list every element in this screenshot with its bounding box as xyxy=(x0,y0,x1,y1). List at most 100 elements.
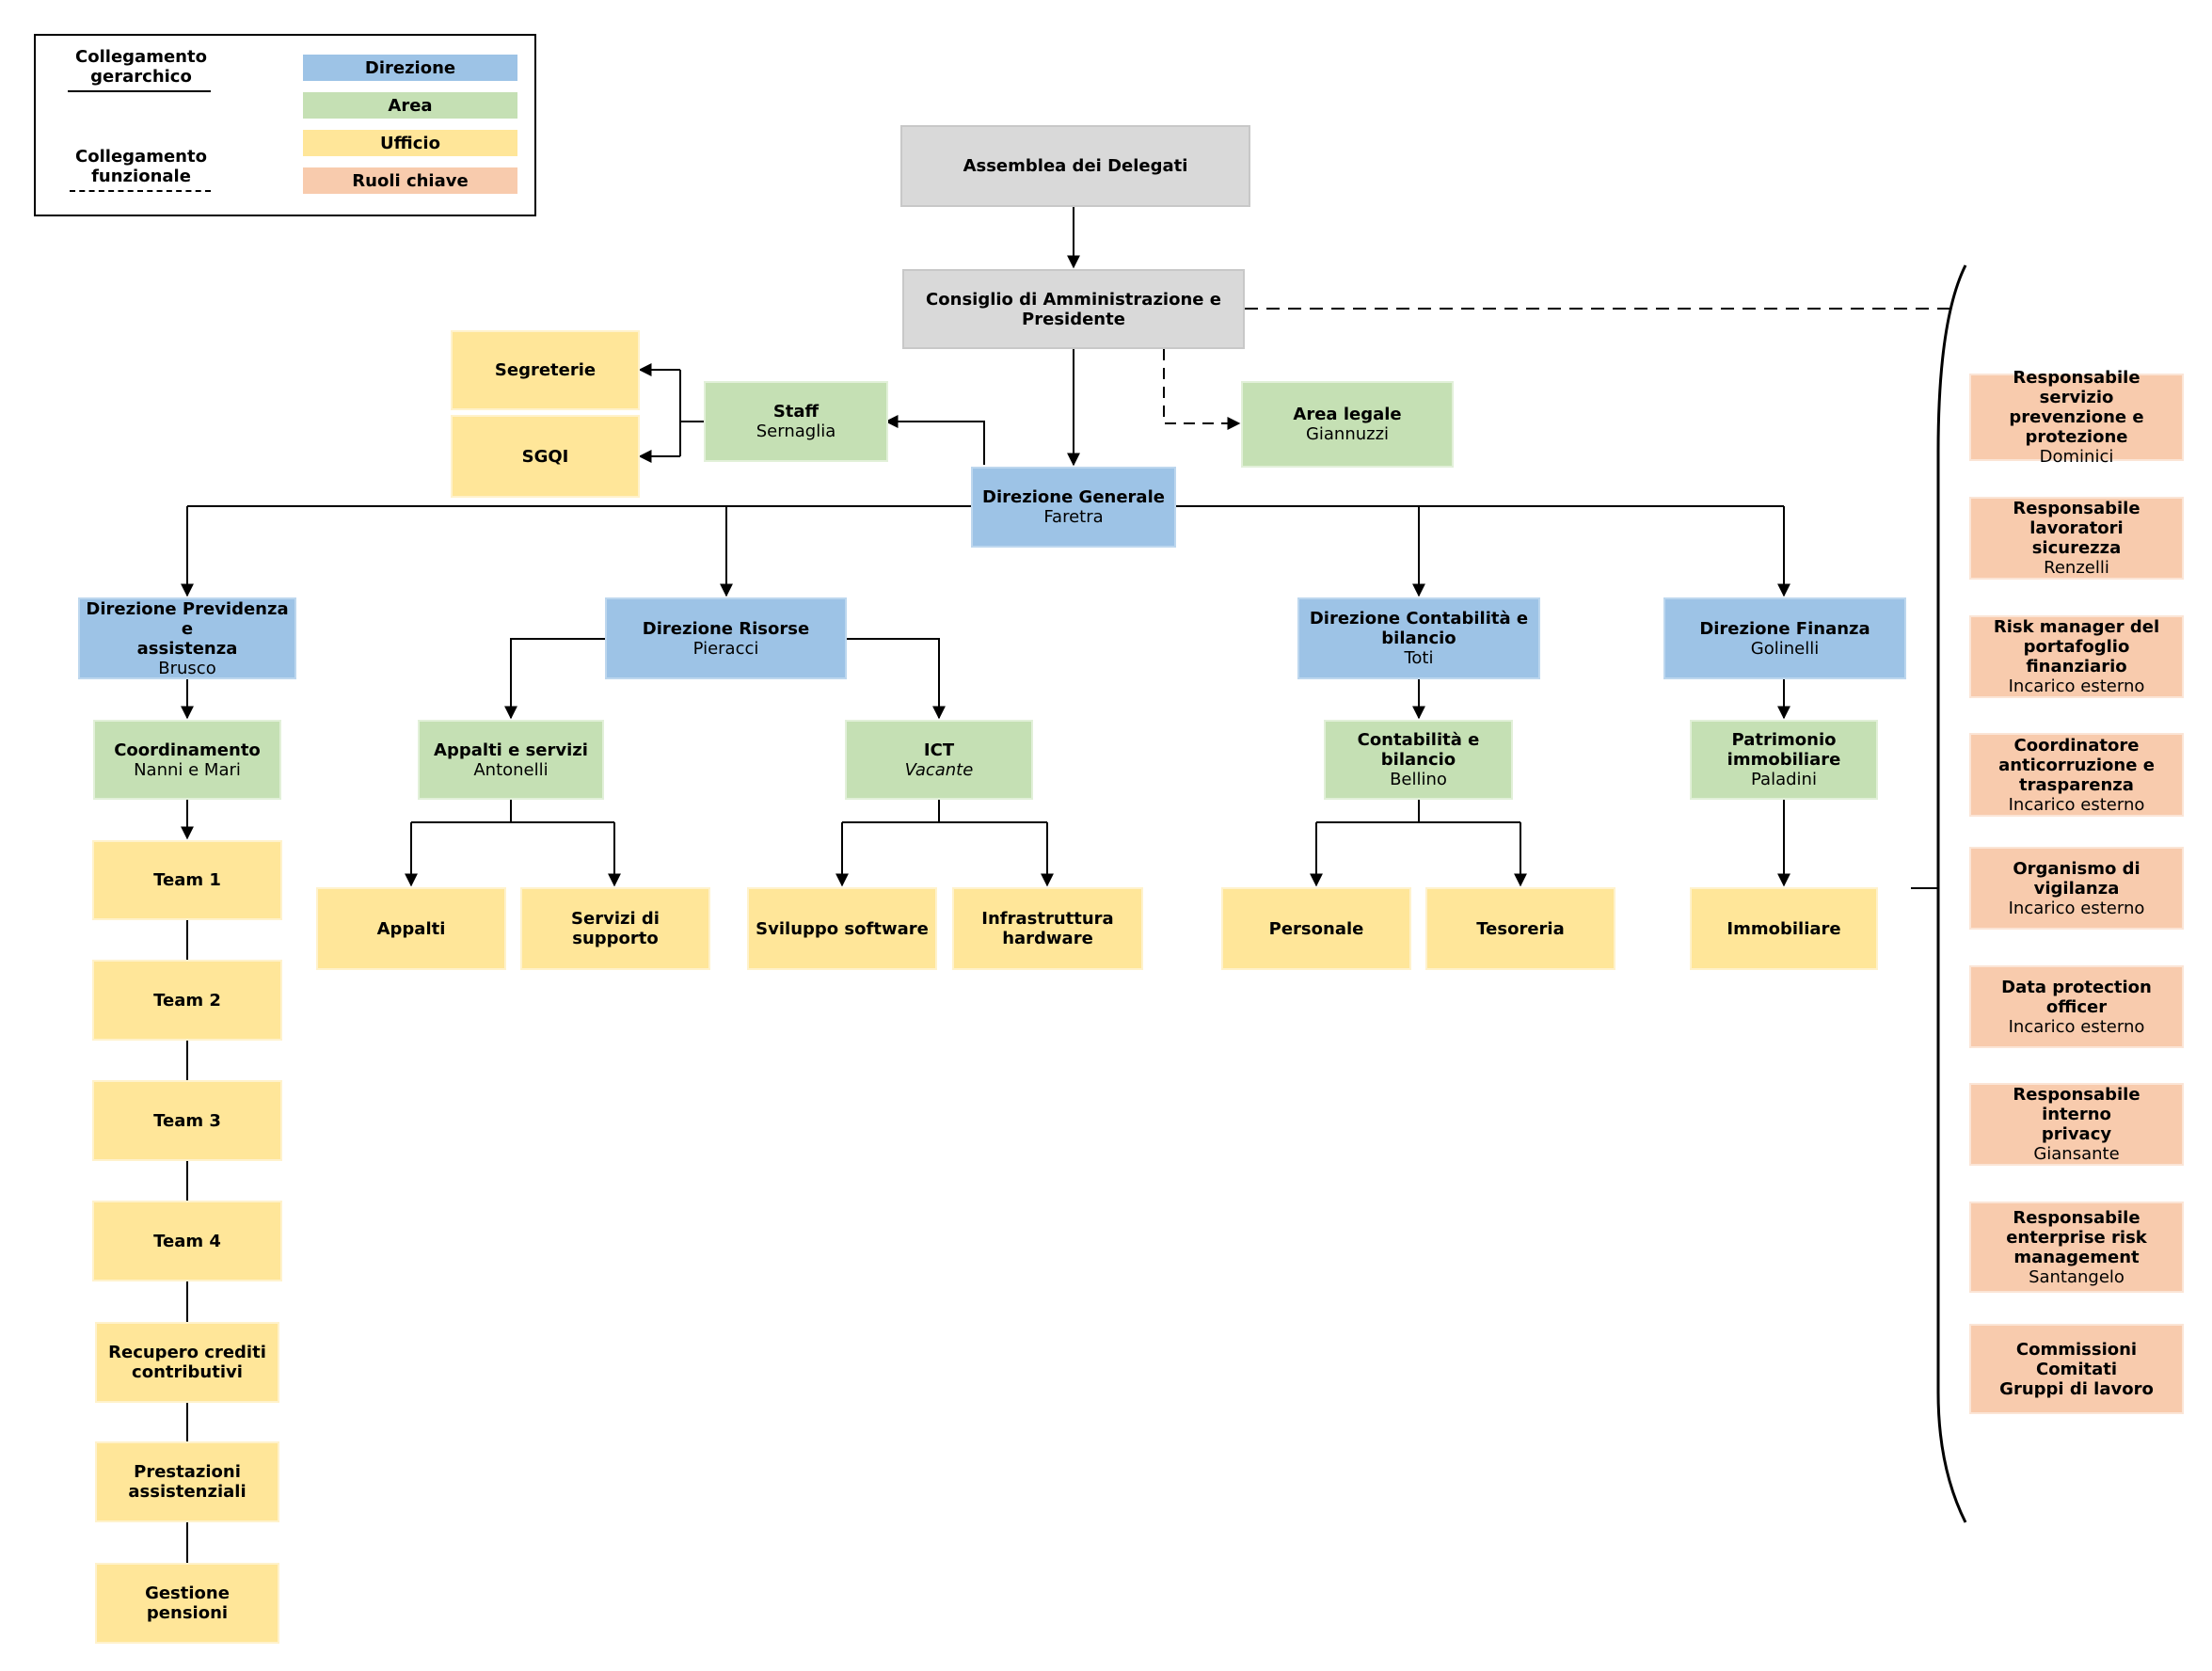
key-role-title: Responsabile enterprise risk management xyxy=(2006,1207,2147,1267)
key-role-subtitle: Giansante xyxy=(2033,1144,2120,1164)
key-role-subtitle: Santangelo xyxy=(2029,1266,2124,1287)
node-title: Staff xyxy=(772,402,820,422)
node-title: Direzione Previdenza e assistenza xyxy=(86,598,289,659)
node-title: Prestazioni assistenziali xyxy=(128,1462,247,1502)
node-coordinamento: Coordinamento Nanni e Mari xyxy=(93,720,281,800)
legend-functional-label: Collegamento funzionale xyxy=(75,147,207,186)
node-title: Tesoreria xyxy=(1476,918,1565,939)
node-ict: ICT Vacante xyxy=(845,720,1033,800)
key-role-subtitle: Incarico esterno xyxy=(2008,794,2145,815)
key-role-risk-manager: Risk manager del portafoglio finanziario… xyxy=(1969,615,2184,698)
node-title: Appalti e servizi xyxy=(434,740,588,760)
node-team-3: Team 3 xyxy=(92,1080,282,1161)
key-role-commissioni: Commissioni Comitati Gruppi di lavoro xyxy=(1969,1324,2184,1414)
node-title: Coordinamento xyxy=(114,740,261,760)
key-role-subtitle: Incarico esterno xyxy=(2008,676,2145,696)
node-team-2: Team 2 xyxy=(92,960,282,1041)
key-role-subtitle: Dominici xyxy=(2039,447,2114,467)
node-patrimonio-immobiliare: Patrimonio immobiliare Paladini xyxy=(1690,720,1878,800)
node-title: Gestione pensioni xyxy=(145,1583,230,1623)
node-title: Infrastruttura hardware xyxy=(981,909,1114,948)
key-role-privacy: Responsabile interno privacy Giansante xyxy=(1969,1083,2184,1166)
key-role-subtitle: Incarico esterno xyxy=(2008,1016,2145,1037)
node-subtitle: Toti xyxy=(1404,648,1434,668)
node-subtitle: Sernaglia xyxy=(756,422,836,441)
node-appalti-servizi: Appalti e servizi Antonelli xyxy=(418,720,604,800)
node-subtitle: Bellino xyxy=(1390,770,1447,789)
node-title: Direzione Contabilità e bilancio xyxy=(1309,609,1529,648)
key-role-title: Responsabile servizio prevenzione e prot… xyxy=(2009,368,2144,447)
node-title: Contabilità e bilancio xyxy=(1357,730,1480,770)
node-direzione-contabilita: Direzione Contabilità e bilancio Toti xyxy=(1297,597,1540,679)
key-role-anticorruzione: Coordinatore anticorruzione e trasparenz… xyxy=(1969,733,2184,817)
node-infrastruttura-hardware: Infrastruttura hardware xyxy=(952,887,1143,970)
legend-hierarchical-line xyxy=(68,90,211,92)
node-team-1: Team 1 xyxy=(92,840,282,920)
node-title: Immobiliare xyxy=(1727,918,1841,939)
node-title: Team 4 xyxy=(153,1231,221,1251)
node-title: Direzione Risorse xyxy=(642,618,810,639)
node-title: Segreterie xyxy=(494,360,597,380)
node-team-4: Team 4 xyxy=(92,1201,282,1281)
node-title: Team 1 xyxy=(153,870,221,890)
node-title: Patrimonio immobiliare xyxy=(1727,730,1841,770)
key-role-title: Coordinatore anticorruzione e trasparenz… xyxy=(1998,735,2155,795)
node-direzione-previdenza: Direzione Previdenza e assistenza Brusco xyxy=(78,597,296,679)
node-sviluppo-software: Sviluppo software xyxy=(747,887,937,970)
node-direzione-finanza: Direzione Finanza Golinelli xyxy=(1663,597,1906,679)
key-role-title: Commissioni Comitati Gruppi di lavoro xyxy=(1999,1339,2154,1399)
node-personale: Personale xyxy=(1221,887,1411,970)
node-title: Area legale xyxy=(1293,405,1402,424)
node-title: Direzione Generale xyxy=(982,487,1165,507)
node-subtitle: Faretra xyxy=(1043,507,1104,527)
node-subtitle: Vacante xyxy=(904,759,974,780)
legend-hierarchical-label: Collegamento gerarchico xyxy=(75,47,207,87)
legend-swatch-ruoli-chiave: Ruoli chiave xyxy=(303,167,517,194)
node-direzione-generale: Direzione Generale Faretra xyxy=(971,467,1176,548)
node-prestazioni-assistenziali: Prestazioni assistenziali xyxy=(95,1441,279,1522)
legend-swatch-area: Area xyxy=(303,92,517,119)
node-subtitle: Nanni e Mari xyxy=(134,759,241,780)
legend-functional-line xyxy=(70,190,211,192)
node-title: Team 3 xyxy=(153,1110,221,1131)
node-tesoreria: Tesoreria xyxy=(1425,887,1615,970)
key-role-title: Organismo di vigilanza xyxy=(2013,858,2140,899)
node-subtitle: Antonelli xyxy=(473,759,549,780)
node-title: Personale xyxy=(1268,918,1364,939)
node-title: Appalti xyxy=(376,918,446,939)
key-role-title: Risk manager del portafoglio finanziario xyxy=(1993,617,2160,676)
node-title: Team 2 xyxy=(153,990,221,1011)
node-servizi-supporto: Servizi di supporto xyxy=(520,887,710,970)
key-role-subtitle: Incarico esterno xyxy=(2008,898,2145,918)
node-title: Consiglio di Amministrazione e President… xyxy=(926,289,1221,329)
node-recupero-crediti: Recupero crediti contributivi xyxy=(95,1322,279,1403)
legend: Collegamento gerarchico Collegamento fun… xyxy=(34,34,536,216)
node-segreterie: Segreterie xyxy=(451,330,640,410)
node-title: Sviluppo software xyxy=(756,918,929,939)
node-subtitle: Pieracci xyxy=(692,638,759,659)
key-role-title: Responsabile lavoratori sicurezza xyxy=(2013,499,2140,558)
key-role-erm: Responsabile enterprise risk management … xyxy=(1969,1202,2184,1293)
node-title: ICT xyxy=(923,740,955,760)
node-staff: Staff Sernaglia xyxy=(704,381,888,462)
key-role-rspp: Responsabile servizio prevenzione e prot… xyxy=(1969,368,2184,467)
node-area-legale: Area legale Giannuzzi xyxy=(1241,381,1454,468)
node-appalti: Appalti xyxy=(316,887,506,970)
node-title: SGQI xyxy=(521,446,569,467)
node-subtitle: Brusco xyxy=(158,658,216,678)
node-gestione-pensioni: Gestione pensioni xyxy=(95,1563,279,1644)
legend-swatch-direzione: Direzione xyxy=(303,55,517,81)
node-subtitle: Golinelli xyxy=(1750,638,1820,659)
key-role-title: Data protection officer xyxy=(2001,977,2152,1017)
node-contabilita-bilancio: Contabilità e bilancio Bellino xyxy=(1324,720,1513,800)
key-role-dpo: Data protection officer Incarico esterno xyxy=(1969,965,2184,1048)
key-role-rls: Responsabile lavoratori sicurezza Renzel… xyxy=(1969,497,2184,580)
node-sgqi: SGQI xyxy=(451,415,640,498)
node-title: Direzione Finanza xyxy=(1699,618,1870,639)
node-consiglio: Consiglio di Amministrazione e President… xyxy=(902,269,1245,349)
node-title: Servizi di supporto xyxy=(571,909,660,948)
node-subtitle: Giannuzzi xyxy=(1305,424,1390,444)
legend-swatch-ufficio: Ufficio xyxy=(303,130,517,156)
node-direzione-risorse: Direzione Risorse Pieracci xyxy=(605,597,847,679)
